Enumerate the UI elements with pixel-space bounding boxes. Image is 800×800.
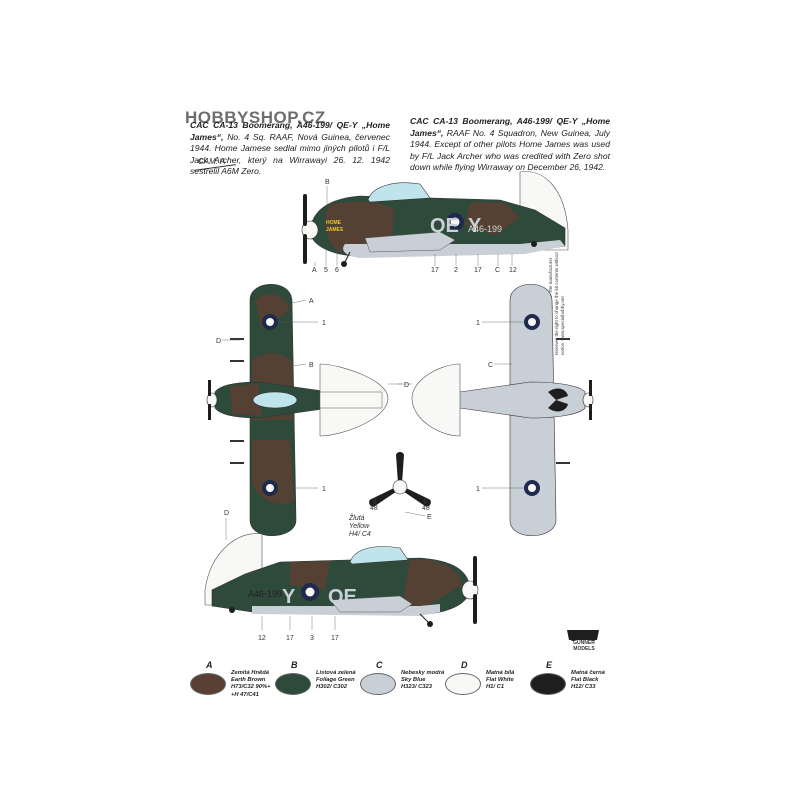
callout-top-17a: 17 — [431, 267, 439, 274]
legend-code2: +H 47/C41 — [231, 691, 259, 698]
callout-top-5: 5 — [324, 267, 328, 274]
legend-letter: E — [546, 660, 553, 670]
legend-name-cz: Matná bílá — [486, 670, 515, 676]
callout-topview-1a: 1 — [322, 320, 326, 327]
legend-item-e: E Matná černá Flat Black H12/ C33 — [530, 660, 610, 720]
legend-code1: H73/C32 90%+ — [231, 684, 271, 691]
description-english-title: CAC CA-13 Boomerang, A46-199/ QE-Y „Home… — [410, 116, 610, 138]
legend-text: Matná bílá Flat White H1/ C1 — [486, 670, 544, 692]
legend-item-b: B Listová zelená Foliage Green H302/ C30… — [275, 660, 356, 720]
callout-prop-E: E — [427, 514, 432, 521]
legend-name-cz: Listová zelená — [316, 670, 356, 676]
legend-text: Listová zelená Foliage Green H302/ C302 — [316, 670, 374, 692]
gunner-models-text: GUNNER MODELS — [573, 640, 595, 652]
legend-letter: B — [291, 660, 298, 670]
callout-top-12: 12 — [509, 267, 517, 274]
side-code-letters: QE — [430, 215, 459, 237]
callout-side2-17a: 17 — [286, 635, 294, 642]
legend-name-en: Flat Black — [571, 677, 599, 684]
description-english-body: RAAF No. 4 Squadron, New Guinea, July 19… — [410, 127, 610, 173]
callout-topview-D2: D — [404, 382, 409, 389]
callout-top-B: B — [325, 179, 330, 186]
callout-top-2: 2 — [454, 267, 458, 274]
legend-item-a: A Zemitá Hnědá Earth Brown H73/C32 90%+ … — [190, 660, 270, 720]
prop-color-code: H4/ C4 — [349, 531, 371, 538]
side2-code-letters: QE — [328, 586, 357, 608]
callout-topview-A: A — [309, 298, 314, 305]
prop-color-cz: Žlutá — [348, 513, 365, 522]
callout-top-6: 6 — [335, 267, 339, 274]
legend-name-cz: Nebesky modrá — [401, 670, 445, 676]
callout-top-A: A — [312, 267, 317, 274]
side-code-individual: Y — [468, 215, 482, 237]
side-serial: A46-199 — [468, 224, 502, 234]
legend-code1: H323/ C323 — [401, 684, 432, 691]
legend-name-en: Earth Brown — [231, 677, 266, 684]
legend-swatch — [360, 673, 396, 695]
gunner-models-logo — [563, 626, 603, 652]
callout-side2-D: D — [224, 510, 229, 517]
legend-name-en: Sky Blue — [401, 677, 426, 684]
nose-art-line1: HOME — [326, 220, 342, 226]
top-view — [206, 283, 389, 537]
description-czech-title: CAC CA-13 Boomerang, A46-199/ QE-Y „Home… — [190, 120, 390, 142]
callout-bottom-1a: 1 — [476, 320, 480, 327]
callout-bottom-C: C — [488, 362, 493, 369]
description-english: CAC CA-13 Boomerang, A46-199/ QE-Y „Home… — [410, 116, 610, 174]
camouflage-label: CAM. A — [198, 157, 226, 166]
description-czech: CAC CA-13 Boomerang, A46-199/ QE-Y „Home… — [190, 120, 390, 178]
legend-letter: A — [206, 660, 213, 670]
propeller-detail — [369, 452, 431, 507]
nose-art-line2: JAMES — [326, 227, 344, 233]
callout-topview-B: B — [309, 362, 314, 369]
legend-swatch — [190, 673, 226, 695]
callout-topview-D: D — [216, 338, 221, 345]
legend-swatch — [275, 673, 311, 695]
legend-swatch — [445, 673, 481, 695]
legend-text: Zemitá Hnědá Earth Brown H73/C32 90%+ +H… — [231, 670, 289, 699]
paint-legend: A Zemitá Hnědá Earth Brown H73/C32 90%+ … — [190, 660, 605, 720]
legend-name-cz: Zemitá Hnědá — [231, 670, 270, 676]
legend-code1: H12/ C33 — [571, 684, 596, 691]
legend-item-c: C Nebesky modrá Sky Blue H323/ C323 — [360, 660, 444, 720]
callout-prop-48a: 48 — [370, 505, 378, 512]
callout-side2-3: 3 — [310, 635, 314, 642]
side-profile-right — [204, 533, 479, 627]
description-czech-body: No. 4 Sq. RAAF, Nová Guinea, červenec 19… — [190, 131, 391, 177]
bottom-view — [411, 283, 594, 537]
callout-top-17b: 17 — [474, 267, 482, 274]
callout-side2-12: 12 — [258, 635, 266, 642]
callout-top-C: C — [495, 267, 500, 274]
callout-topview-1b: 1 — [322, 486, 326, 493]
legend-letter: D — [461, 660, 468, 670]
legend-code1: H1/ C1 — [486, 684, 505, 691]
callout-prop-48b: 48 — [422, 505, 430, 512]
callout-bottom-1b: 1 — [476, 486, 480, 493]
callout-side2-17b: 17 — [331, 635, 339, 642]
legend-name-cz: Matná černá — [571, 670, 605, 676]
legend-text: Matná černá Flat Black H12/ C33 — [571, 670, 629, 692]
legend-swatch — [530, 673, 566, 695]
legend-text: Nebesky modrá Sky Blue H323/ C323 — [401, 670, 459, 692]
side-profile-left — [301, 171, 569, 267]
side2-code-individual: Y — [282, 586, 296, 608]
legend-code1: H302/ C302 — [316, 684, 347, 691]
prop-color-en: Yellow — [349, 523, 370, 530]
legend-name-en: Foliage Green — [316, 677, 355, 684]
legend-name-en: Flat White — [486, 677, 514, 684]
watermark: HOBBYSHOP.CZ — [185, 108, 326, 127]
side2-serial: A46-199 — [248, 589, 282, 599]
legend-letter: C — [376, 660, 383, 670]
legend-item-d: D Matná bílá Flat White H1/ C1 — [445, 660, 525, 720]
